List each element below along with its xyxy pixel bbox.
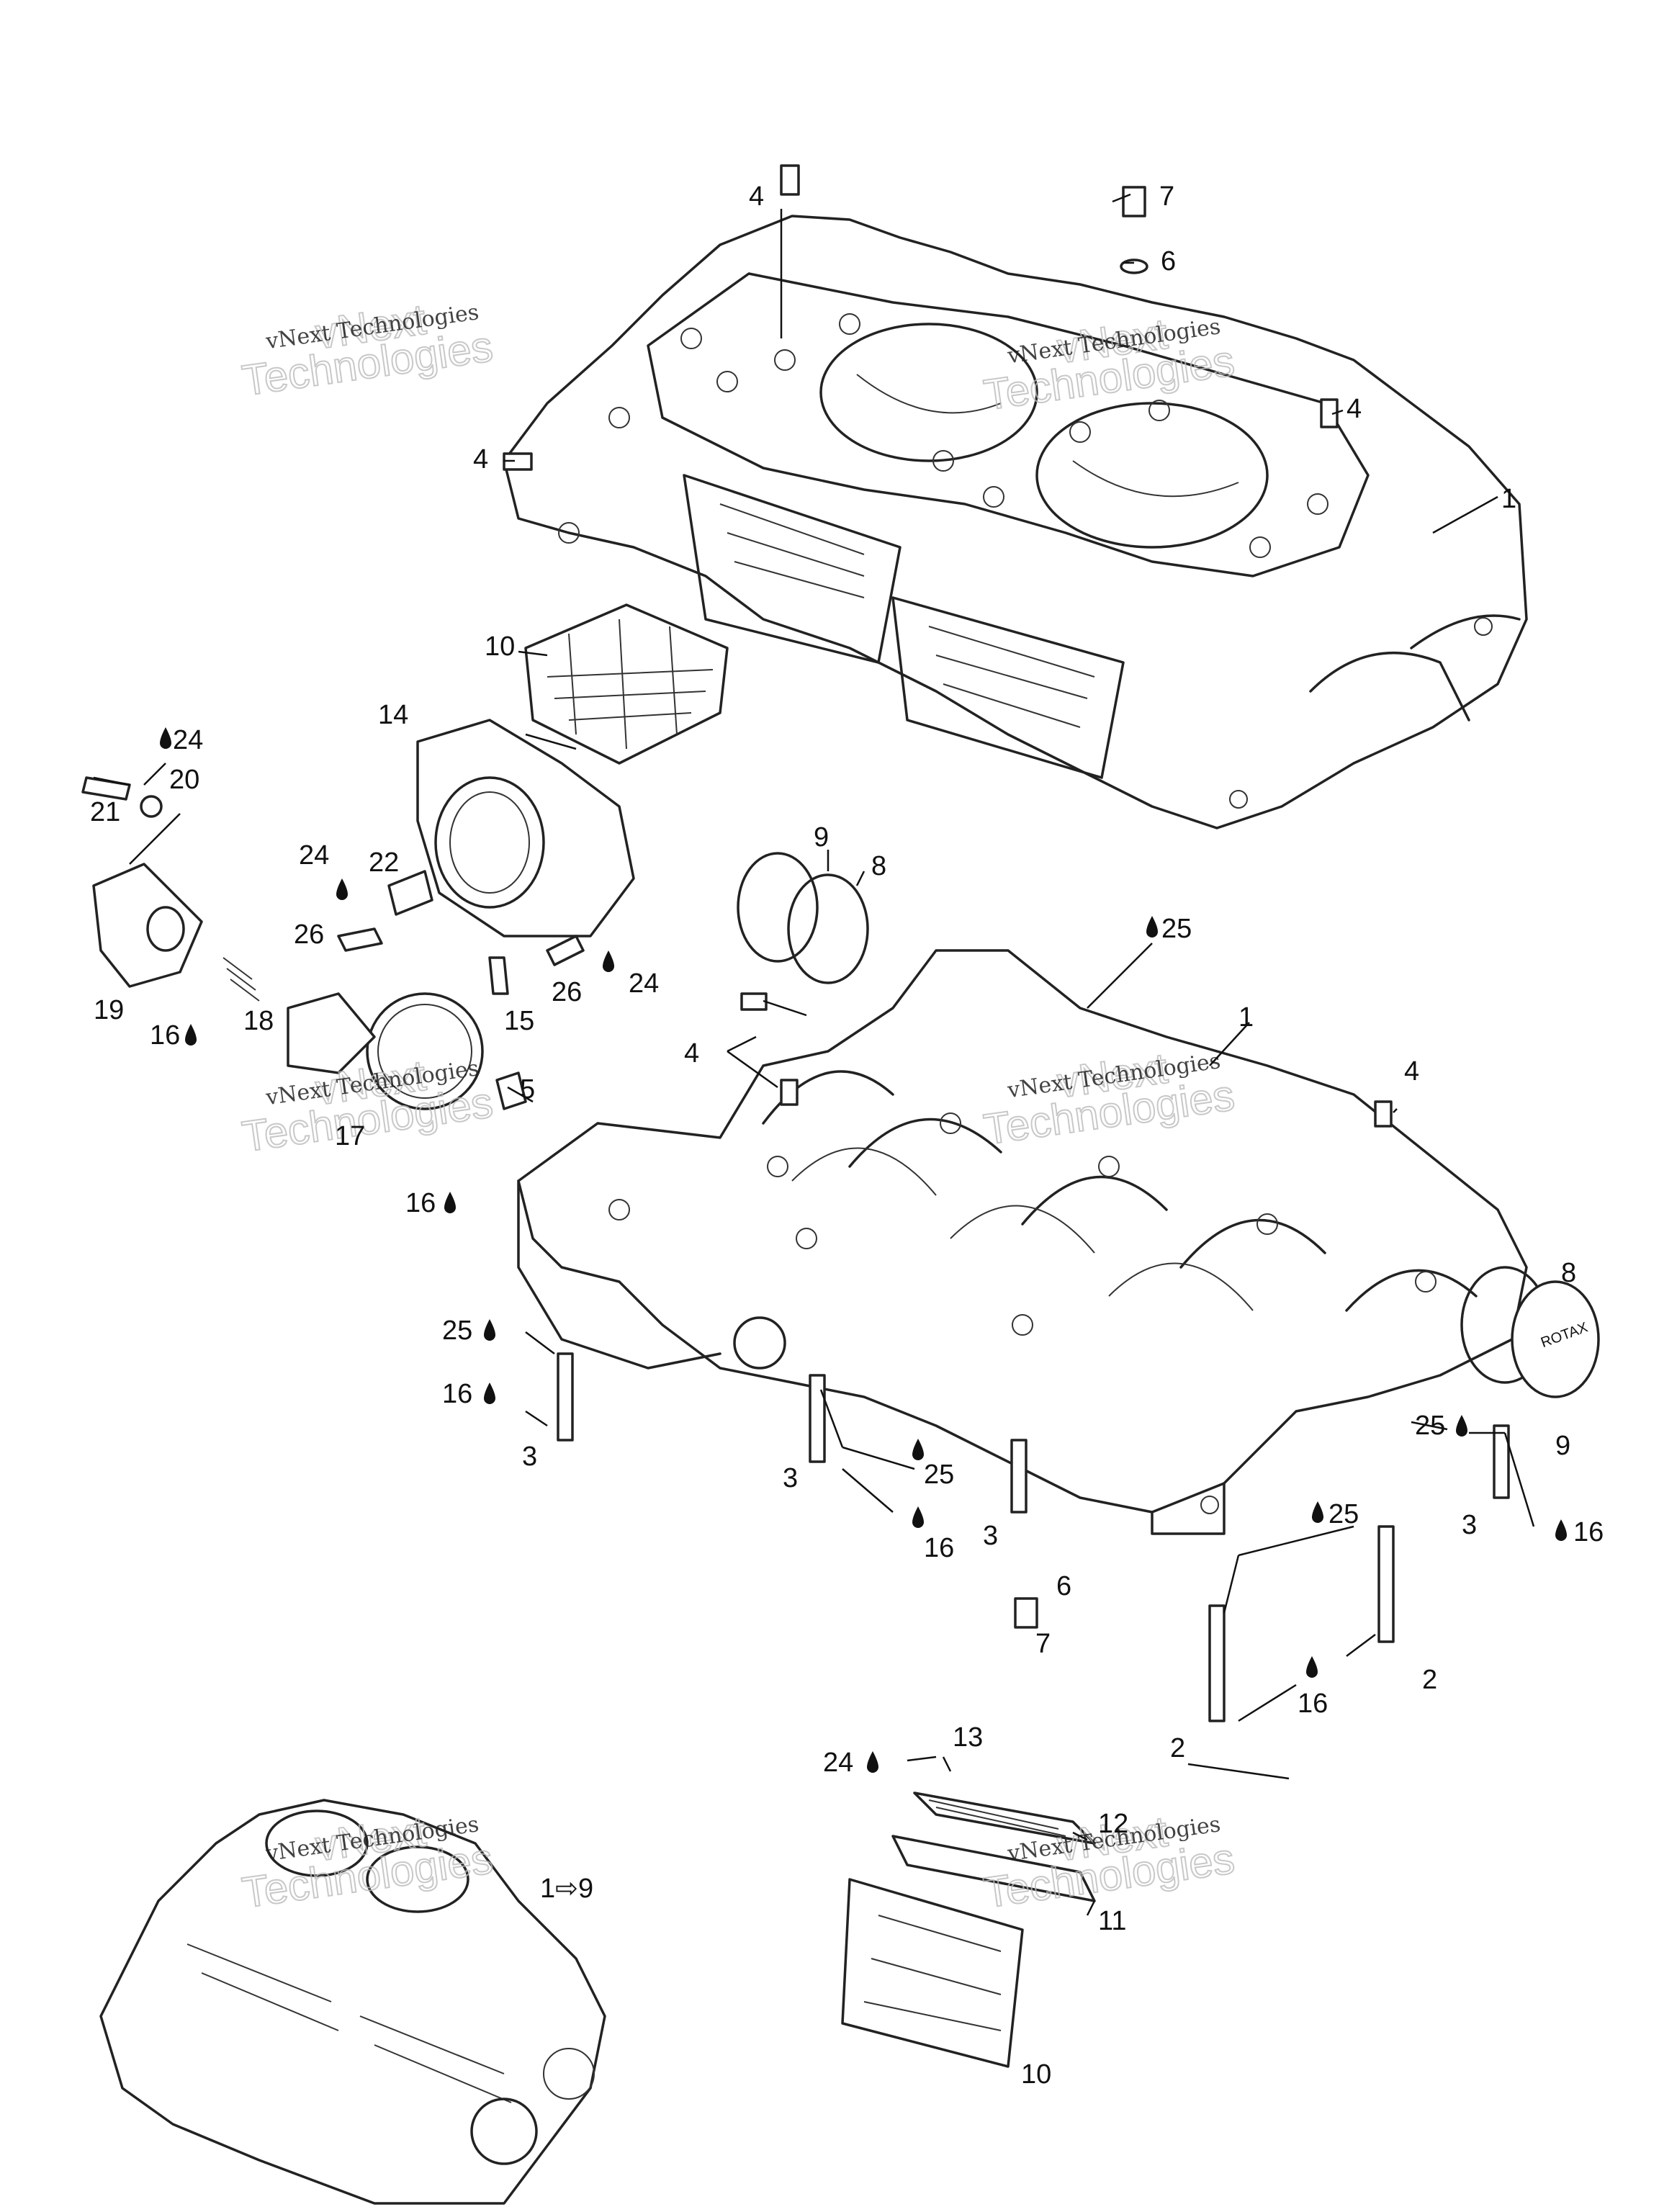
callout-4: 4: [1346, 394, 1362, 424]
lubricant-drop-icon: [603, 950, 614, 972]
reed-valve-upper: [524, 603, 729, 765]
watermark-2: Technologies vNext vNext Technologies: [980, 309, 1238, 421]
callout-range: 1⇨9: [540, 1874, 593, 1904]
callout-24: 24: [629, 968, 659, 999]
callout-3: 3: [522, 1442, 537, 1472]
callout-25: 25: [924, 1460, 954, 1490]
callout-24: 24: [299, 840, 329, 871]
lubricant-drop-icon: [867, 1751, 878, 1773]
callout-18: 18: [243, 1006, 274, 1036]
upper-crankcase: [503, 215, 1528, 830]
lubricant-drop-icon: [444, 1192, 456, 1213]
callout-24: 24: [173, 725, 203, 755]
lubricant-drop-icon: [912, 1439, 924, 1460]
callout-13: 13: [953, 1722, 983, 1753]
callout-3: 3: [1462, 1510, 1477, 1540]
callout-16: 16: [442, 1379, 472, 1409]
callout-10: 10: [485, 631, 515, 662]
lubricant-drop-icon: [484, 1319, 495, 1341]
callout-8: 8: [1561, 1258, 1576, 1288]
lubricant-drop-icon: [336, 878, 348, 900]
lubricant-drop-icon: [185, 1024, 197, 1046]
callout-26: 26: [294, 920, 324, 950]
callout-25: 25: [1415, 1411, 1445, 1441]
callout-8: 8: [871, 851, 886, 881]
callout-25: 25: [1161, 914, 1192, 944]
rotary-valve-assembly: [81, 776, 585, 1110]
callout-6: 6: [1161, 246, 1176, 276]
callout-9: 9: [1555, 1431, 1570, 1461]
callout-9: 9: [814, 822, 829, 853]
callout-3: 3: [983, 1521, 998, 1551]
callout-12: 12: [1098, 1809, 1128, 1839]
callout-26: 26: [552, 977, 582, 1007]
callout-25: 25: [1328, 1499, 1359, 1529]
callout-7: 7: [1035, 1629, 1051, 1659]
engine-assembly-thumbnail: [99, 1799, 606, 2205]
lubricant-drop-icon: [1312, 1501, 1323, 1523]
reed-valve-lower: [841, 1791, 1096, 2068]
callout-5: 5: [520, 1074, 535, 1105]
seal-rings: [737, 852, 1600, 1398]
callout-25: 25: [442, 1316, 472, 1346]
callout-1: 1: [1501, 484, 1516, 514]
callout-10: 10: [1021, 2059, 1051, 2090]
callout-14: 14: [378, 700, 408, 730]
callout-20: 20: [169, 765, 199, 795]
callout-3: 3: [783, 1463, 798, 1493]
callout-4: 4: [473, 444, 488, 475]
lubricant-drop-icon: [484, 1382, 495, 1404]
callout-16: 16: [150, 1020, 180, 1051]
watermark-3: Technologies vNext vNext Technologies: [238, 1051, 496, 1162]
callout-17: 17: [335, 1121, 365, 1151]
callout-11: 11: [1098, 1906, 1126, 1936]
watermark-1: Technologies vNext vNext Technologies: [238, 295, 496, 406]
callout-4: 4: [749, 181, 764, 212]
fasteners: [503, 164, 1510, 1722]
lubricant-drop-icon: [1146, 916, 1158, 938]
callout-1: 1: [1238, 1002, 1254, 1033]
callout-24: 24: [823, 1748, 853, 1778]
callout-4: 4: [1404, 1056, 1419, 1087]
callout-21: 21: [90, 797, 120, 827]
callout-22: 22: [369, 848, 399, 878]
lubricant-drop-icon: [1456, 1415, 1467, 1437]
callout-16: 16: [1298, 1689, 1328, 1719]
callout-16: 16: [924, 1533, 954, 1563]
callout-16: 16: [405, 1188, 436, 1218]
callout-2: 2: [1170, 1733, 1185, 1763]
callout-4: 4: [684, 1038, 699, 1069]
callout-2: 2: [1422, 1665, 1437, 1695]
lubricant-drop-icon: [1306, 1656, 1318, 1678]
callout-19: 19: [94, 995, 124, 1025]
leader-lines: [93, 193, 1535, 1916]
callout-16: 16: [1573, 1517, 1604, 1547]
intake-manifold: [416, 719, 635, 938]
callout-6: 6: [1056, 1571, 1071, 1601]
lubricant-drop-icon: [912, 1506, 924, 1528]
lubricant-drop-icon: [160, 727, 171, 749]
callout-15: 15: [504, 1006, 534, 1036]
lubricant-drop-icon: [1555, 1519, 1567, 1541]
callout-7: 7: [1159, 181, 1174, 212]
watermark-4: Technologies vNext vNext Technologies: [980, 1043, 1238, 1155]
lower-crankcase: [517, 949, 1528, 1535]
